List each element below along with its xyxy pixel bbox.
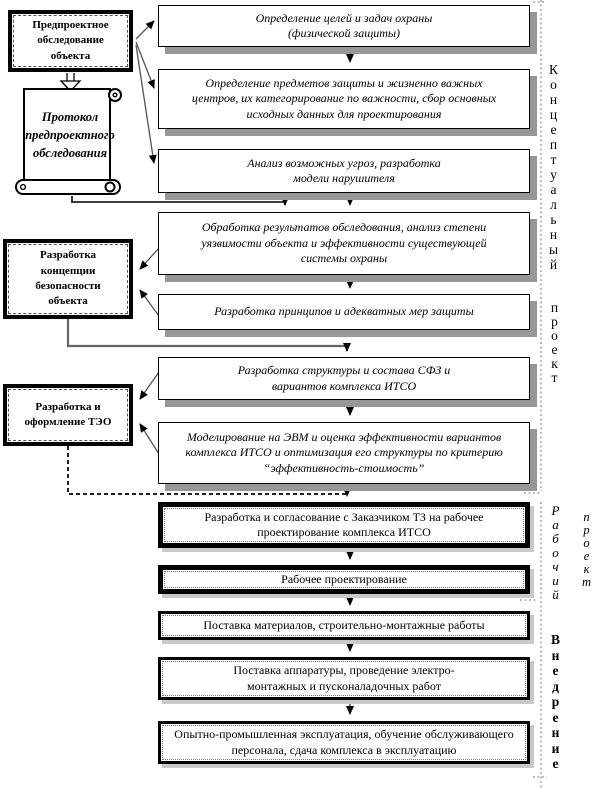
scroll-protocol: Протокол предпроектного обследования [14, 86, 132, 198]
box-goals-tasks: Определение целей и задач охраны (физиче… [158, 5, 530, 47]
stage-label-conceptual: Концептуальный [548, 62, 559, 272]
stage-label-working-project: проект [581, 510, 592, 589]
scroll-icon [15, 88, 122, 195]
box-sfz-structure: Разработка структуры и состава СФЗ и вар… [158, 357, 530, 400]
box-working-design: Рабочее проектирование [158, 565, 530, 594]
box-survey-processing: Обработка результатов обследования, анал… [158, 212, 530, 275]
box-tz-agreement: Разработка и согласование с Заказчиком Т… [158, 502, 530, 548]
box-threat-analysis: Анализ возможных угроз, разработка модел… [158, 149, 530, 193]
stage-label-conceptual-project: проект [550, 300, 559, 385]
box-computer-modeling: Моделирование на ЭВМ и оценка эффективно… [158, 422, 530, 484]
box-trial-operation: Опытно-промышленная эксплуатация, обучен… [158, 721, 530, 764]
stage-label-working: Рабочий [551, 503, 560, 602]
box-protection-subjects: Определение предметов защиты и жизненно … [158, 69, 530, 129]
box-protection-principles: Разработка принципов и адекватных мер за… [158, 294, 530, 330]
box-materials-supply: Поставка материалов, строительно-монтажн… [158, 611, 530, 640]
box-equipment-installation: Поставка аппаратуры, проведение электро-… [158, 657, 530, 700]
box-security-concept: Разработка концепции безопасности объект… [3, 239, 133, 319]
stage-label-implementation: Внедрение [550, 632, 560, 771]
box-teo: Разработка и оформление ТЭО [3, 384, 133, 446]
box-presurvey: Предпроектное обследование объекта [8, 10, 133, 72]
scroll-protocol-label: Протокол предпроектного обследования [25, 110, 115, 161]
